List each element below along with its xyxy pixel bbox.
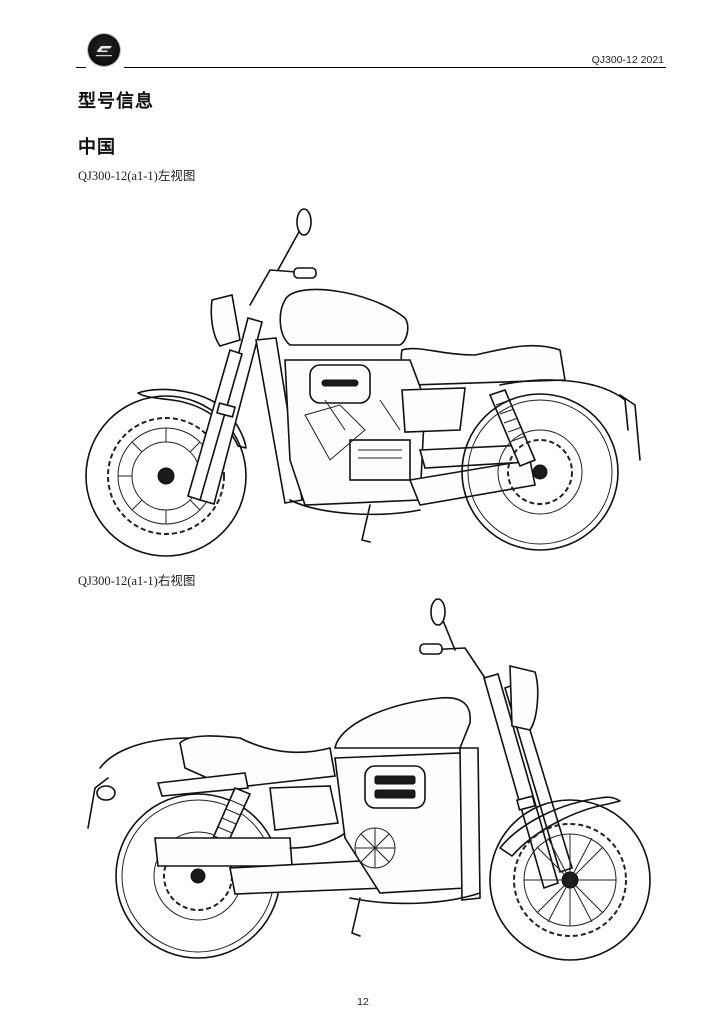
motorcycle-left-view-drawing: [85, 208, 641, 557]
header-rule: [124, 67, 666, 68]
motorcycle-left-view-figure: [80, 200, 650, 560]
brand-logo-icon: [88, 34, 120, 66]
figure-caption-right-view: QJ300-12(a1-1)右视图: [78, 574, 196, 588]
page-header: QJ300-12 2021: [0, 0, 726, 80]
figure-caption-left-view: QJ300-12(a1-1)左视图: [78, 169, 196, 183]
page-title: 型号信息: [78, 91, 154, 112]
header-rule-left: [76, 67, 86, 68]
motorcycle-right-view-figure: [80, 598, 670, 968]
document-id: QJ300-12 2021: [591, 54, 664, 66]
motorcycle-right-view-drawing: [87, 598, 651, 961]
page-number: 12: [357, 996, 369, 1008]
section-heading-region: 中国: [78, 137, 116, 158]
